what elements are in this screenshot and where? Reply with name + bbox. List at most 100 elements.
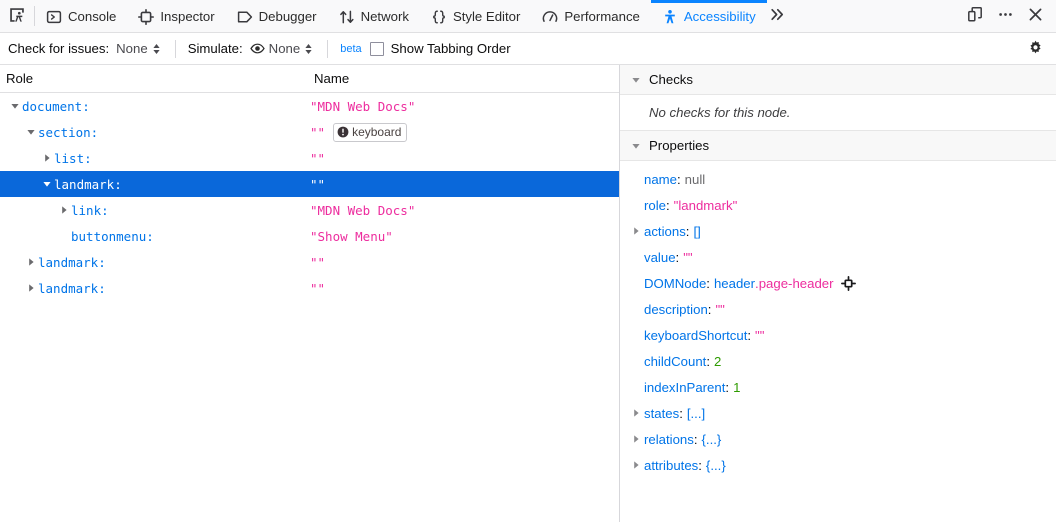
tree-row-role: section: [38, 124, 99, 140]
tree-row-name: "" [310, 176, 326, 192]
property-value: "" [683, 249, 693, 265]
property-row-keyboardshortcut[interactable]: keyboardShortcut: "" [620, 322, 1056, 348]
keyboard-audit-badge-label: keyboard [352, 124, 402, 139]
settings-button[interactable] [1022, 36, 1048, 62]
tree-row[interactable]: landmark: "" [0, 275, 619, 301]
property-row-attributes[interactable]: attributes: {...} [620, 452, 1056, 478]
overflow-tabs-button[interactable] [767, 0, 792, 32]
twisty-expanded-icon[interactable] [628, 75, 644, 85]
column-header-name[interactable]: Name [314, 71, 350, 86]
tree-row-name: "" [310, 124, 326, 140]
tree-row[interactable]: landmark: "" [0, 249, 619, 275]
twisty-collapsed-icon[interactable] [628, 434, 644, 444]
property-row-states[interactable]: states: [...] [620, 400, 1056, 426]
twisty-collapsed-icon[interactable] [628, 460, 644, 470]
console-icon [46, 9, 62, 25]
twisty-collapsed-icon[interactable] [628, 226, 644, 236]
show-tabbing-order-checkbox[interactable] [369, 41, 384, 56]
checks-section-title: Checks [649, 72, 693, 87]
property-row-childcount[interactable]: childCount: 2 [620, 348, 1056, 374]
simulate-dropdown[interactable]: None [248, 40, 316, 57]
tree-row-role: list: [54, 150, 92, 166]
check-for-issues-value: None [116, 41, 148, 56]
tab-label: Performance [564, 8, 640, 24]
tree-row[interactable]: list: "" [0, 145, 619, 171]
tab-accessibility[interactable]: Accessibility [650, 0, 767, 33]
tab-label: Debugger [258, 8, 317, 24]
tab-console[interactable]: Console [35, 0, 127, 33]
chevron-double-right-icon [769, 6, 786, 26]
tree-row-selected[interactable]: landmark: "" [0, 171, 619, 197]
tab-list: Console Inspector Debugger [35, 0, 960, 32]
tree-row-name: "" [310, 254, 326, 270]
twisty-expanded-icon[interactable] [628, 141, 644, 151]
twisty-expanded-icon[interactable] [40, 179, 54, 189]
tree-row-role-cell: section: [0, 125, 310, 140]
twisty-collapsed-icon[interactable] [24, 283, 38, 293]
tree-row-name-cell: "MDN Web Docs" [310, 99, 619, 114]
tab-label: Console [68, 8, 117, 24]
show-tabbing-order-label: Show Tabbing Order [390, 41, 511, 56]
property-key: name [644, 171, 677, 187]
property-row-role[interactable]: role: "landmark" [620, 192, 1056, 218]
warning-icon [337, 126, 349, 138]
close-devtools-button[interactable] [1020, 0, 1050, 33]
twisty-expanded-icon[interactable] [24, 127, 38, 137]
twisty-collapsed-icon[interactable] [24, 257, 38, 267]
tree-row-role: landmark: [38, 280, 106, 296]
more-options-button[interactable] [990, 0, 1020, 33]
responsive-design-mode-button[interactable] [960, 0, 990, 33]
accessibility-details-sidebar: Checks No checks for this node. Properti… [620, 65, 1056, 522]
tree-row-role-cell: document: [0, 99, 310, 114]
twisty-collapsed-icon[interactable] [57, 205, 71, 215]
property-row-indexinparent[interactable]: indexInParent: 1 [620, 374, 1056, 400]
property-key: DOMNode [644, 275, 707, 291]
toolbar-divider [174, 39, 176, 58]
property-row-value[interactable]: value: "" [620, 244, 1056, 270]
simulate-value: None [268, 41, 301, 56]
tab-style-editor[interactable]: Style Editor [420, 0, 531, 33]
select-node-icon[interactable] [840, 275, 856, 291]
element-picker-button[interactable] [0, 0, 34, 32]
tab-label: Inspector [160, 8, 215, 24]
tree-row[interactable]: document: "MDN Web Docs" [0, 93, 619, 119]
property-row-description[interactable]: description: "" [620, 296, 1056, 322]
property-colon: : [679, 405, 683, 421]
keyboard-audit-badge[interactable]: keyboard [333, 122, 408, 142]
property-row-name[interactable]: name: null [620, 166, 1056, 192]
property-row-domnode[interactable]: DOMNode: header.page-header [620, 270, 1056, 296]
network-icon [339, 9, 355, 25]
property-value: [] [693, 223, 701, 239]
tab-network[interactable]: Network [328, 0, 420, 33]
checks-section-header[interactable]: Checks [620, 65, 1056, 95]
twisty-collapsed-icon[interactable] [628, 408, 644, 418]
twisty-collapsed-icon[interactable] [40, 153, 54, 163]
property-key: indexInParent [644, 379, 726, 395]
more-options-icon [997, 6, 1014, 26]
accessibility-tree-pane: Role Name document: "MDN Web Docs" [0, 65, 620, 522]
tree-row-name-cell: "MDN Web Docs" [310, 203, 619, 218]
property-key: role [644, 197, 666, 213]
properties-section-header[interactable]: Properties [620, 131, 1056, 161]
tree-row[interactable]: link: "MDN Web Docs" [0, 197, 619, 223]
property-row-relations[interactable]: relations: {...} [620, 426, 1056, 452]
accessibility-tree: document: "MDN Web Docs" section: "" [0, 93, 619, 522]
show-tabbing-order-toggle[interactable]: Show Tabbing Order [369, 41, 511, 56]
twisty-expanded-icon[interactable] [8, 101, 22, 111]
column-header-role[interactable]: Role [6, 71, 34, 86]
tree-row-role-cell: landmark: [0, 177, 310, 192]
toolbar-divider [34, 6, 35, 26]
property-colon: : [698, 457, 702, 473]
tab-performance[interactable]: Performance [531, 0, 651, 33]
tab-inspector[interactable]: Inspector [127, 0, 225, 33]
tab-debugger[interactable]: Debugger [226, 0, 328, 33]
property-row-actions[interactable]: actions: [] [620, 218, 1056, 244]
tree-row[interactable]: buttonmenu: "Show Menu" [0, 223, 619, 249]
tree-row-name: "Show Menu" [310, 228, 393, 244]
property-colon: : [725, 379, 730, 395]
check-for-issues-dropdown[interactable]: None [114, 40, 163, 57]
inspector-icon [138, 8, 155, 25]
tree-row[interactable]: section: "" keyboard [0, 119, 619, 145]
chevron-updown-icon [304, 42, 313, 56]
property-value: {...} [701, 431, 722, 447]
